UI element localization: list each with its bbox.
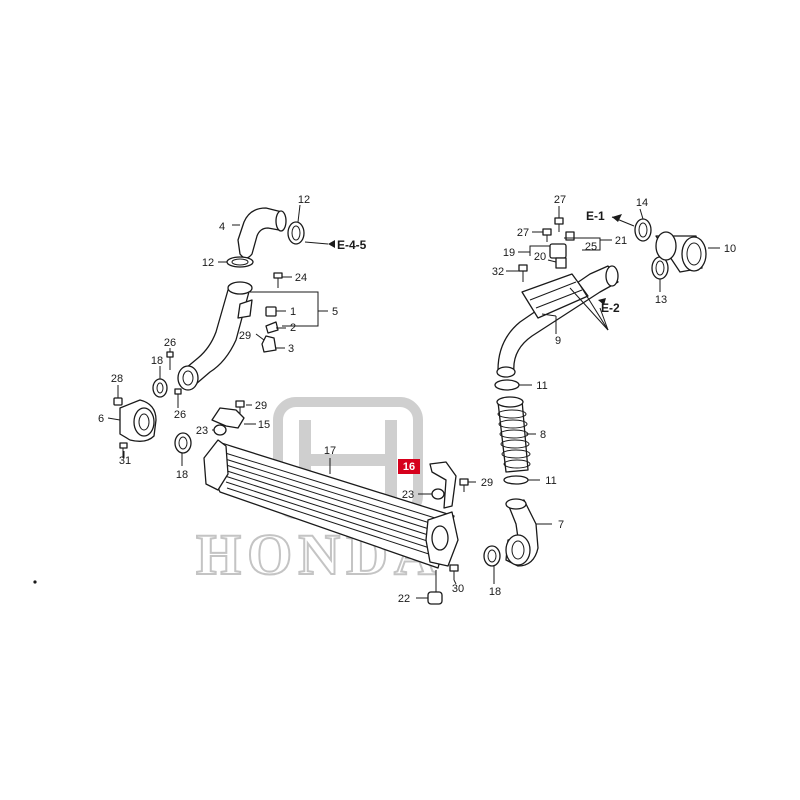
part-18-oring-right	[483, 545, 501, 567]
part-2-fitting	[265, 321, 279, 334]
callout-28: 28	[111, 373, 123, 385]
part-14-clamp	[634, 218, 652, 242]
part-7-lower-elbow	[505, 498, 539, 567]
callout-17: 17	[324, 445, 336, 457]
part-24-bolt	[273, 272, 283, 288]
part-31-bolt	[119, 442, 128, 458]
callout-3: 3	[288, 343, 294, 355]
ref-e-1-label: E-1	[586, 209, 605, 223]
part-32-bolt	[518, 264, 528, 282]
callout-labels: 12 4 12 24 5 1 2 3 29 26 18 26 28 6 31 1…	[98, 194, 736, 605]
callout-4: 4	[219, 221, 225, 233]
callout-19: 19	[503, 247, 515, 259]
callout-24: 24	[295, 272, 307, 284]
callout-30: 30	[452, 583, 464, 595]
part-18-oring-left-lower	[174, 432, 192, 454]
part-10-hose	[655, 231, 707, 273]
part-26-bolt-lower	[174, 388, 182, 404]
callout-15: 15	[258, 419, 270, 431]
part-27-bolt-upper	[554, 217, 564, 232]
ref-e-2-label: E-2	[601, 301, 620, 315]
callout-32: 32	[492, 266, 504, 278]
callout-26-lower: 26	[174, 409, 186, 421]
part-16-bracket	[429, 461, 457, 509]
part-8-corrugated-hose	[496, 396, 531, 473]
callout-18-left-upper: 18	[151, 355, 163, 367]
part-22-grommet	[427, 591, 443, 605]
callout-16-badge	[398, 459, 420, 474]
part-23-grommet-left	[213, 424, 227, 436]
callout-16-highlight[interactable]: 16	[398, 459, 420, 474]
part-28-bolt	[113, 397, 123, 406]
callout-12-upper: 12	[298, 194, 310, 206]
leader-lines	[107, 204, 720, 599]
callout-23-left: 23	[196, 425, 208, 437]
part-23-grommet-right	[431, 488, 445, 500]
callout-18-right: 18	[489, 586, 501, 598]
callout-20: 20	[534, 251, 546, 263]
callout-11-lower: 11	[545, 475, 556, 487]
part-4-elbow-hose	[237, 207, 287, 259]
callout-22: 22	[398, 593, 410, 605]
ref-e-1[interactable]: E-1	[586, 209, 622, 223]
callout-11-upper: 11	[536, 380, 547, 392]
ref-e-4-5[interactable]: E-4-5	[328, 238, 367, 252]
callout-27-lower: 27	[517, 227, 529, 239]
ref-e-4-5-label: E-4-5	[337, 238, 367, 252]
callout-31: 31	[119, 455, 131, 467]
part-3-bracket	[261, 335, 277, 353]
callout-23-right: 23	[402, 489, 414, 501]
callout-1: 1	[290, 306, 296, 318]
part-27-bolt-lower	[542, 228, 552, 242]
part-1-fitting	[265, 306, 277, 317]
callout-29-left: 29	[255, 400, 267, 412]
callout-29-top: 29	[239, 330, 251, 342]
callout-9: 9	[555, 335, 561, 347]
part-11-clamp-upper	[494, 379, 520, 391]
part-12-clamp-upper	[287, 221, 305, 245]
callout-10: 10	[724, 243, 736, 255]
callout-8: 8	[540, 429, 546, 441]
part-29-bolt-left	[235, 400, 245, 414]
stray-dot	[33, 580, 37, 584]
callout-27-upper: 27	[554, 194, 566, 206]
part-9-pipe	[496, 265, 619, 378]
part-6-flange-elbow	[119, 399, 157, 442]
part-29-bolt-right	[459, 478, 469, 492]
callout-26-upper: 26	[164, 337, 176, 349]
part-18-oring-left-upper	[152, 378, 168, 398]
callout-6: 6	[98, 413, 104, 425]
callout-5: 5	[332, 306, 338, 318]
part-11-clamp-lower	[503, 475, 529, 485]
part-12-clamp-lower	[226, 256, 254, 268]
callout-21: 21	[615, 235, 627, 247]
callout-7: 7	[558, 519, 564, 531]
callout-12-lower: 12	[202, 257, 214, 269]
callout-2: 2	[290, 322, 296, 334]
callout-14: 14	[636, 197, 648, 209]
reference-labels: E-4-5 E-1 E-2	[328, 209, 622, 315]
callout-29-right: 29	[481, 477, 493, 489]
part-26-bolt-upper	[166, 351, 174, 370]
part-30-bolt	[449, 564, 459, 580]
callout-18-left-lower: 18	[176, 469, 188, 481]
callout-13: 13	[655, 294, 667, 306]
part-17-intercooler	[203, 439, 459, 569]
callout-25: 25	[585, 241, 597, 253]
callout-16: 16	[403, 461, 415, 473]
ref-e-2[interactable]: E-2	[598, 298, 620, 315]
part-20-sensor	[549, 243, 567, 269]
part-15-bracket	[211, 407, 245, 429]
part-5-pipe	[177, 281, 253, 391]
part-25-fitting	[565, 231, 575, 241]
